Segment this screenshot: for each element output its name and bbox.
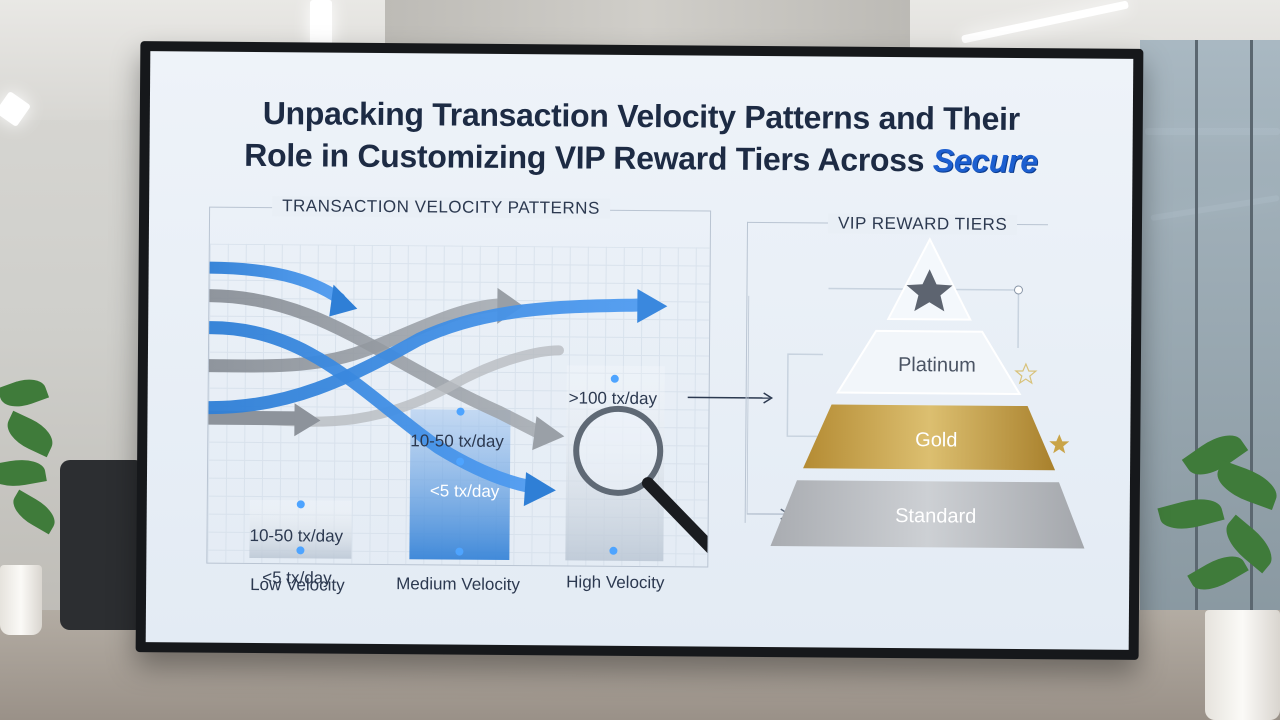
gold-star-icon <box>1049 434 1070 454</box>
magnifying-glass-icon <box>573 405 711 556</box>
indicator-dot <box>296 500 305 509</box>
gray-arrowhead <box>294 403 321 437</box>
indicator-dot <box>296 546 305 555</box>
gray-arrowhead <box>532 416 565 451</box>
star-icon <box>906 269 953 312</box>
blue-flow-arrow <box>207 321 535 493</box>
title-line-2: Role in Customizing VIP Reward Tiers Acr… <box>149 133 1132 183</box>
standard-label: Standard <box>895 505 977 528</box>
indicator-dot <box>456 407 465 416</box>
velocity-panel: TRANSACTION VELOCITY PATTERNS <box>206 196 712 588</box>
standard-tier <box>770 480 1085 549</box>
indicator-dot <box>456 457 465 466</box>
presentation-slide: Unpacking Transaction Velocity Patterns … <box>145 51 1134 650</box>
tier-pyramid <box>746 237 1085 549</box>
blue-flow-arrow <box>207 298 646 415</box>
gold-label: Gold <box>915 429 958 452</box>
gray-flow-arrow <box>207 298 506 373</box>
connector-line <box>786 353 823 438</box>
low-velocity-column <box>249 499 352 559</box>
title-line-2-text: Role in Customizing VIP Reward Tiers Acr… <box>244 136 925 179</box>
medium-velocity-range-top: 10-50 tx/day <box>410 431 504 451</box>
velocity-flow-diagram <box>207 261 711 562</box>
platinum-tier <box>835 329 1022 396</box>
platinum-label: Platinum <box>897 354 976 377</box>
slide-title: Unpacking Transaction Velocity Patterns … <box>149 91 1133 183</box>
medium-velocity-range-bottom: <5 tx/day <box>429 481 500 501</box>
brand-logo: Secure <box>932 142 1038 180</box>
glass-frame <box>1250 40 1253 640</box>
ceiling-light <box>310 0 332 48</box>
indicator-dot <box>610 374 619 383</box>
connector-node <box>1013 285 1023 295</box>
sparkle-star-icon <box>1014 362 1038 385</box>
high-velocity-range-top: >100 tx/day <box>568 388 658 409</box>
blue-flow-arrow <box>207 261 346 305</box>
connector-line <box>746 295 787 515</box>
tiers-heading: VIP REWARD TIERS <box>827 213 1018 235</box>
blue-arrowhead <box>637 288 668 323</box>
blue-arrowhead <box>329 284 358 317</box>
indicator-dot <box>609 546 618 555</box>
gray-flow-arrow <box>207 289 545 439</box>
medium-velocity-label: Medium Velocity <box>396 574 521 595</box>
indicator-dots <box>296 374 619 556</box>
indicator-dot <box>455 547 464 556</box>
blue-arrowhead <box>523 472 556 507</box>
connector-arrow <box>687 392 774 404</box>
gray-flow-arrow <box>207 410 306 426</box>
low-velocity-range-top: 10-50 tx/day <box>249 525 344 546</box>
high-velocity-label: High Velocity <box>566 572 665 593</box>
low-velocity-label: Low Velocity <box>250 574 345 595</box>
wall-monitor: Unpacking Transaction Velocity Patterns … <box>135 41 1144 660</box>
glass-frame <box>1195 40 1198 640</box>
office-chair <box>60 460 145 630</box>
gold-tier <box>803 404 1056 471</box>
